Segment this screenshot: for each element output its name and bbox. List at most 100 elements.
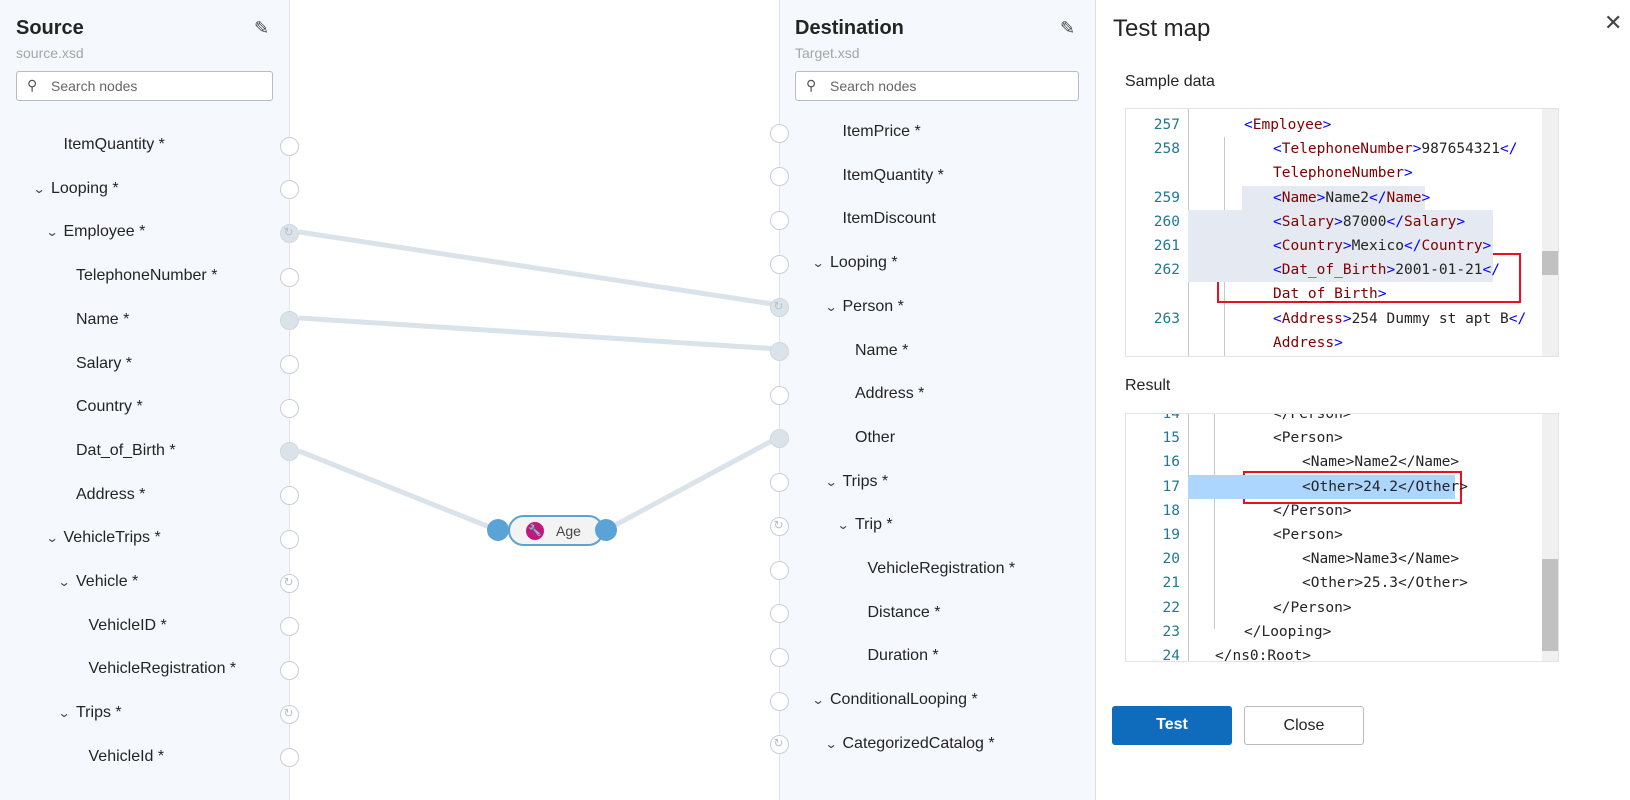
chevron-down-icon[interactable]: ⌄ (45, 531, 59, 546)
code-line: 15<Person> (1162, 430, 1343, 447)
edit-source-icon[interactable]: ✎ (254, 18, 270, 38)
destination-node-handle[interactable] (769, 473, 789, 493)
chevron-down-icon[interactable]: ⌄ (824, 474, 838, 489)
tree-node[interactable]: ⌄VehicleTrips * (45, 529, 161, 547)
destination-node-handle[interactable] (769, 254, 789, 274)
source-node-handle[interactable] (279, 267, 299, 287)
destination-node-handle[interactable] (769, 123, 789, 143)
tree-node[interactable]: ItemQuantity * (64, 136, 165, 154)
source-node-handle[interactable] (279, 660, 299, 680)
tree-node[interactable]: ItemPrice * (843, 123, 921, 141)
source-node-handle[interactable] (279, 529, 299, 549)
chevron-down-icon[interactable]: ⌄ (811, 693, 825, 708)
source-node-handle[interactable] (279, 180, 299, 200)
destination-node-handle[interactable] (769, 210, 789, 230)
tree-node[interactable]: Dat_of_Birth * (76, 442, 176, 460)
node-label: Duration * (867, 647, 939, 665)
node-label: Salary * (76, 354, 133, 372)
chevron-down-icon[interactable]: ⌄ (57, 706, 71, 721)
sample-data-editor[interactable]: 257<Employee>258<TelephoneNumber>9876543… (1125, 108, 1559, 357)
destination-node-handle[interactable] (769, 385, 789, 405)
source-node-handle[interactable] (279, 748, 299, 768)
tree-node[interactable]: ⌄Looping * (811, 254, 898, 272)
source-node-handle[interactable] (279, 398, 299, 418)
tree-node[interactable]: VehicleRegistration * (868, 560, 1016, 578)
node-label: Distance * (867, 603, 941, 621)
destination-node-handle[interactable] (769, 647, 789, 667)
tree-node[interactable]: ⌄Trips * (57, 704, 122, 722)
tree-node[interactable]: VehicleID * (89, 617, 167, 635)
chevron-down-icon[interactable]: ⌄ (57, 575, 71, 589)
destination-node-handle[interactable] (769, 342, 789, 361)
destination-node-handle[interactable] (769, 735, 789, 755)
tree-node[interactable]: ⌄Looping * (32, 180, 119, 198)
chevron-down-icon[interactable]: ⌄ (811, 256, 825, 271)
destination-node-handle[interactable] (769, 298, 789, 318)
source-node-handle[interactable] (279, 573, 299, 593)
tree-node[interactable]: Address * (855, 385, 924, 403)
mapping-canvas[interactable] (290, 0, 779, 800)
source-node-handle[interactable] (279, 617, 299, 637)
tree-node[interactable]: Name * (76, 311, 129, 329)
chevron-down-icon[interactable]: ⌄ (836, 518, 850, 533)
search-placeholder: Search nodes (51, 78, 138, 94)
chevron-down-icon[interactable]: ⌄ (45, 225, 59, 240)
tree-node[interactable]: Duration * (868, 647, 939, 665)
source-node-handle[interactable] (279, 442, 299, 462)
tree-node[interactable]: Country * (76, 398, 143, 416)
function-output-port[interactable] (595, 519, 617, 541)
function-input-port[interactable] (487, 519, 509, 541)
source-node-handle[interactable] (279, 704, 299, 724)
chevron-down-icon[interactable]: ⌄ (824, 736, 838, 751)
tree-node[interactable]: ⌄ConditionalLooping * (811, 691, 978, 709)
code-line: 259<Name>Name2</Name> (1126, 185, 1546, 210)
result-editor[interactable]: 14</Person>15<Person>16<Name>Name2</Name… (1125, 413, 1559, 662)
tree-node[interactable]: ⌄Employee * (45, 223, 145, 241)
chevron-down-icon[interactable]: ⌄ (824, 299, 838, 314)
close-button[interactable]: Close (1244, 706, 1364, 745)
tree-node[interactable]: ItemQuantity * (843, 167, 944, 185)
source-node-handle[interactable] (279, 223, 299, 243)
source-node-handle[interactable] (279, 136, 299, 156)
search-icon: ⚲ (806, 77, 817, 93)
source-node-handle[interactable] (279, 486, 299, 506)
tree-node[interactable]: TelephoneNumber * (76, 267, 217, 285)
destination-title: Destination (795, 17, 904, 39)
tree-node[interactable]: ⌄Vehicle * (57, 573, 139, 591)
node-label: Trip * (855, 516, 893, 534)
destination-node-handle[interactable] (769, 516, 789, 536)
tree-node[interactable]: Salary * (76, 355, 132, 373)
destination-search-input[interactable]: ⚲Search nodes (795, 71, 1079, 101)
age-function-node[interactable]: 🔧Age (508, 515, 604, 546)
source-node-handle[interactable] (279, 355, 299, 374)
tree-node[interactable]: Address * (76, 486, 145, 504)
source-search-input[interactable]: ⚲Search nodes (16, 71, 273, 101)
close-icon[interactable]: ✕ (1604, 10, 1623, 35)
destination-node-handle[interactable] (769, 691, 789, 711)
destination-panel: Destination Target.xsd ✎ ⚲Search nodes I… (779, 0, 1095, 800)
test-button[interactable]: Test (1112, 706, 1232, 745)
tree-node[interactable]: Distance * (868, 604, 941, 622)
code-line: 24</ns0:Root> (1162, 648, 1312, 662)
tree-node[interactable]: Other (855, 429, 895, 447)
destination-node-handle[interactable] (769, 167, 789, 187)
source-node-handle[interactable] (279, 311, 299, 331)
tree-node[interactable]: ⌄ Trip * (836, 516, 893, 534)
tree-node[interactable]: ⌄Trips * (824, 473, 888, 491)
tree-node[interactable]: VehicleId * (89, 748, 165, 766)
code-line: 16<Name>Name2</Name> (1162, 454, 1460, 471)
tree-node[interactable]: Name * (855, 342, 908, 360)
code-line: Dat_of_Birth> (1273, 286, 1387, 303)
tree-node[interactable]: ItemDiscount (843, 210, 936, 228)
destination-node-handle[interactable] (769, 429, 789, 449)
edit-destination-icon[interactable]: ✎ (1060, 18, 1076, 38)
destination-node-handle[interactable] (769, 604, 789, 624)
code-line: 258<TelephoneNumber>987654321</ (1153, 141, 1518, 158)
node-label: ItemPrice * (842, 123, 921, 140)
code-line: 260<Salary>87000</Salary> (1126, 209, 1546, 234)
chevron-down-icon[interactable]: ⌄ (32, 181, 46, 196)
destination-node-handle[interactable] (769, 560, 789, 580)
tree-node[interactable]: VehicleRegistration * (89, 660, 237, 678)
tree-node[interactable]: ⌄Person * (824, 298, 904, 316)
tree-node[interactable]: ⌄CategorizedCatalog * (824, 735, 994, 753)
